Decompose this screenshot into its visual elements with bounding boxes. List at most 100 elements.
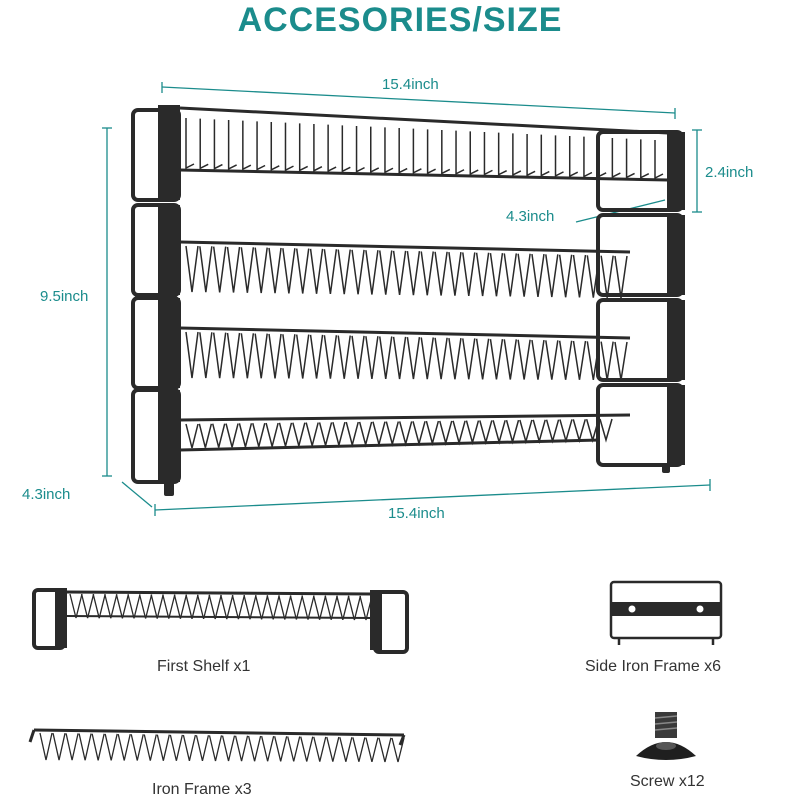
wire-spoke bbox=[412, 128, 422, 175]
wire-spoke bbox=[260, 735, 275, 762]
wire-spoke bbox=[526, 134, 536, 177]
wire-spoke bbox=[238, 423, 253, 448]
wire-spoke bbox=[505, 419, 520, 445]
wire-spoke bbox=[359, 595, 373, 621]
wire-spoke bbox=[104, 733, 118, 761]
wire-spoke bbox=[479, 420, 493, 446]
wire-spoke bbox=[225, 423, 239, 448]
wire-spoke bbox=[611, 138, 621, 179]
wire-spoke bbox=[384, 127, 394, 174]
wire-spoke bbox=[378, 336, 393, 380]
dimension-lines bbox=[102, 82, 711, 516]
wire-spoke bbox=[312, 595, 327, 620]
iron-frame-image bbox=[28, 728, 406, 763]
wire-spoke bbox=[80, 593, 95, 619]
wire-spoke bbox=[475, 338, 490, 380]
left-side-bars bbox=[158, 105, 180, 496]
wire-spoke bbox=[597, 137, 607, 179]
shelf-rails bbox=[179, 106, 669, 452]
wire-spoke bbox=[127, 594, 141, 619]
wire-spoke bbox=[365, 336, 379, 379]
wire-spoke bbox=[268, 247, 282, 294]
right-side-bars bbox=[662, 132, 685, 473]
wire-spoke bbox=[309, 334, 324, 379]
wire-spoke bbox=[323, 335, 338, 379]
wire-spoke bbox=[169, 734, 184, 761]
wire-spoke bbox=[211, 423, 226, 448]
wire-spoke bbox=[78, 733, 92, 761]
wire-spoke bbox=[391, 737, 405, 763]
wire-spoke bbox=[339, 737, 353, 762]
wire-spoke bbox=[234, 735, 249, 762]
wire-spoke bbox=[282, 248, 296, 294]
wire-spoke bbox=[115, 594, 130, 619]
wire-spoke bbox=[503, 339, 518, 380]
wire-spoke bbox=[282, 334, 296, 379]
top-width-label: 15.4inch bbox=[382, 76, 439, 93]
wire-spoke bbox=[425, 420, 440, 447]
wire-spoke bbox=[173, 594, 188, 619]
wire-spoke bbox=[91, 733, 105, 761]
first-shelf-caption: First Shelf x1 bbox=[157, 658, 251, 675]
wire-spoke bbox=[462, 338, 476, 380]
wire-spoke bbox=[69, 593, 83, 619]
wire-spoke bbox=[337, 335, 351, 379]
wire-spoke bbox=[398, 128, 408, 174]
wire-spoke bbox=[198, 423, 213, 448]
wire-spoke bbox=[434, 337, 448, 380]
wire-spoke bbox=[278, 422, 293, 447]
wire-spoke bbox=[412, 421, 426, 447]
wire-spoke bbox=[497, 132, 508, 176]
wire-spoke bbox=[614, 341, 628, 381]
side-iron-frame-caption: Side Iron Frame x6 bbox=[585, 658, 722, 675]
wire-spoke bbox=[503, 253, 518, 297]
wire-spoke bbox=[185, 118, 195, 170]
wire-spoke bbox=[586, 341, 601, 380]
wire-spoke bbox=[199, 332, 213, 379]
wire-spoke bbox=[117, 733, 131, 761]
wire-spoke bbox=[420, 251, 435, 296]
wire-spoke bbox=[298, 123, 309, 172]
wire-spoke bbox=[150, 594, 164, 619]
wire-spoke bbox=[130, 734, 144, 761]
wire-spoke bbox=[265, 422, 279, 447]
wire-spoke bbox=[365, 250, 379, 295]
wire-spoke bbox=[406, 251, 421, 296]
total-height-label: 9.5inch bbox=[40, 288, 89, 305]
wire-spoke bbox=[586, 255, 601, 298]
wire-spoke bbox=[199, 118, 209, 170]
wire-spoke bbox=[143, 734, 157, 761]
wire-spoke bbox=[341, 125, 351, 173]
wire-spoke bbox=[226, 246, 241, 293]
wire-spoke bbox=[352, 737, 366, 762]
wire-spoke bbox=[231, 594, 246, 620]
wire-spoke bbox=[370, 126, 380, 174]
wire-spoke bbox=[220, 594, 234, 620]
wire-spoke bbox=[519, 419, 533, 445]
wire-spoke bbox=[208, 735, 223, 762]
wire-spoke bbox=[92, 594, 106, 619]
wire-spoke bbox=[531, 253, 545, 297]
wire-spoke bbox=[270, 122, 280, 172]
wire-spoke bbox=[287, 736, 301, 762]
wire-spoke bbox=[243, 595, 257, 620]
wire-spoke bbox=[572, 340, 587, 380]
wire-spoke bbox=[185, 423, 199, 449]
wire-spoke bbox=[182, 734, 197, 761]
wire-spoke bbox=[185, 594, 199, 619]
wire-spoke bbox=[347, 595, 362, 621]
wire-spoke bbox=[572, 254, 587, 298]
wire-spoke bbox=[326, 736, 340, 762]
wire-spoke bbox=[568, 136, 579, 178]
wire-spoke bbox=[372, 421, 386, 448]
wire-spoke bbox=[583, 136, 593, 178]
side-iron-frame-image bbox=[609, 580, 723, 645]
wire-spoke bbox=[242, 120, 252, 171]
wire-spoke bbox=[489, 338, 504, 380]
wire-spoke bbox=[185, 331, 199, 379]
wire-spoke bbox=[378, 737, 392, 763]
wire-spoke bbox=[385, 421, 400, 448]
wire-spoke bbox=[462, 252, 476, 296]
wire-spoke bbox=[434, 251, 448, 296]
